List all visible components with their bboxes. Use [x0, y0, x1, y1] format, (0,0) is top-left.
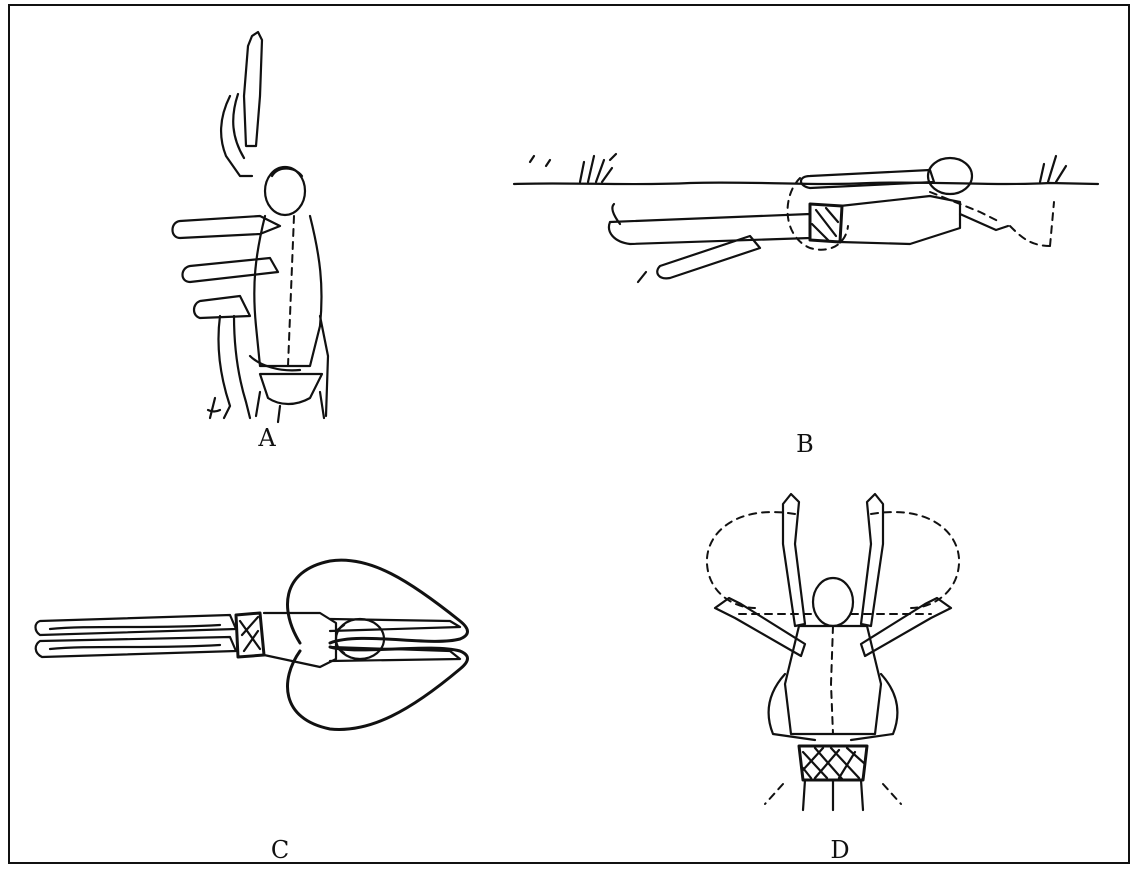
panel-d-label: D — [830, 838, 849, 862]
panel-b-svg — [510, 126, 1110, 306]
panel-a-illustration — [160, 26, 360, 426]
panel-b-illustration — [510, 126, 1110, 306]
panel-a-label: A — [258, 426, 275, 450]
panel-b-label: B — [796, 432, 814, 456]
panel-c-svg — [30, 551, 490, 741]
figure-frame: A — [8, 4, 1130, 864]
panel-d-svg — [695, 484, 975, 814]
panel-c-illustration — [30, 551, 490, 741]
panel-d-illustration — [695, 484, 975, 814]
panel-a-svg — [160, 26, 360, 426]
panel-c-label: C — [271, 838, 289, 862]
